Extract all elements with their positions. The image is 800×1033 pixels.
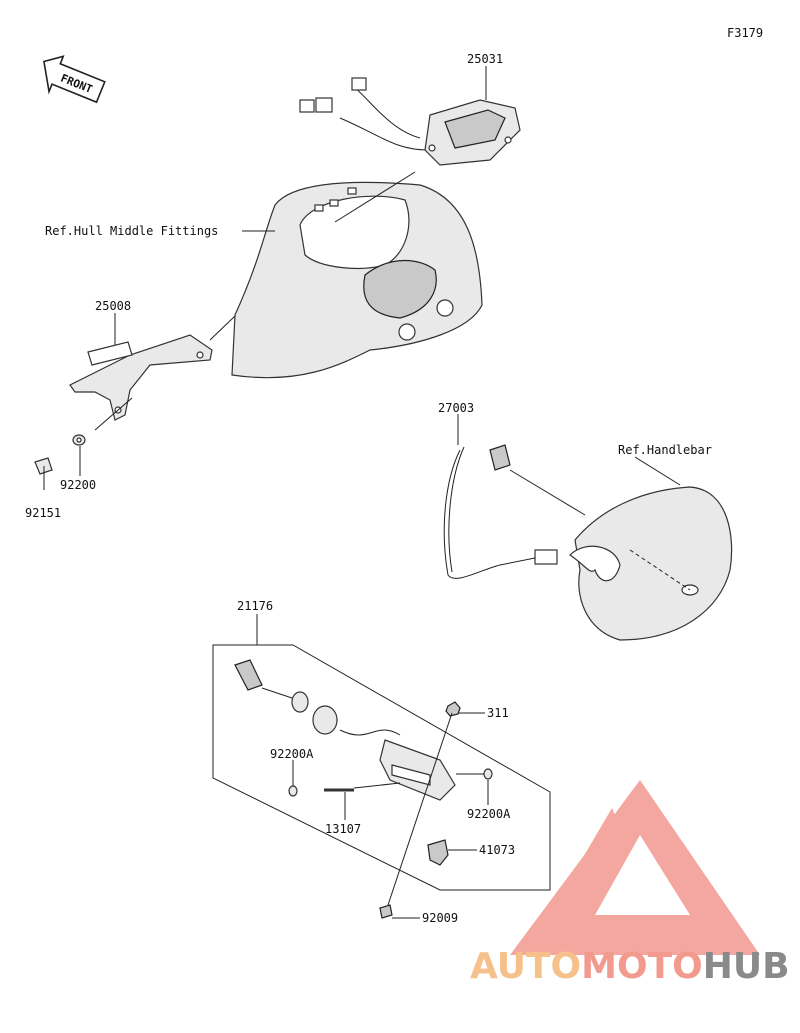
callout-311: 311 (487, 706, 509, 720)
callout-92009: 92009 (422, 911, 458, 925)
callout-21176: 21176 (237, 599, 273, 613)
callout-92200a-left: 92200A (270, 747, 314, 761)
washer-92200 (72, 434, 86, 446)
callout-ref-handlebar: Ref.Handlebar (618, 443, 712, 457)
watermark-triangle-icon (510, 780, 760, 955)
washer-92200a-left (288, 785, 298, 797)
callout-27003: 27003 (438, 401, 474, 415)
callout-13107: 13107 (325, 822, 361, 836)
watermark-text: AUTOMOTOHUB (470, 946, 790, 987)
clip-41073 (427, 839, 449, 866)
callout-92200: 92200 (60, 478, 96, 492)
callout-25008: 25008 (95, 299, 131, 313)
nut-311 (445, 701, 461, 717)
handlebar-cover (569, 486, 733, 641)
watermark-auto: AUTO (470, 946, 581, 987)
hull-middle-fittings (231, 181, 483, 379)
sensor-assembly (234, 659, 456, 801)
callout-ref-hull: Ref.Hull Middle Fittings (45, 224, 218, 238)
callout-92151: 92151 (25, 506, 61, 520)
bracket-25008 (69, 334, 213, 421)
callout-25031: 25031 (467, 52, 503, 66)
watermark-hub: HUB (703, 946, 790, 987)
watermark-inner-stroke (555, 808, 620, 905)
callout-92200a-right: 92200A (467, 807, 511, 821)
switch-27003 (443, 444, 558, 579)
watermark-logo (510, 780, 760, 955)
watermark-moto: MOTO (581, 946, 703, 987)
screw-92151 (34, 457, 53, 490)
front-arrow-icon: FRONT (43, 55, 106, 104)
washer-92200a-right (483, 768, 493, 780)
kit-frame (212, 644, 551, 891)
callout-41073: 41073 (479, 843, 515, 857)
gauge-assembly (299, 77, 521, 166)
screw-92009 (379, 904, 393, 919)
figure-code: F3179 (727, 26, 763, 40)
